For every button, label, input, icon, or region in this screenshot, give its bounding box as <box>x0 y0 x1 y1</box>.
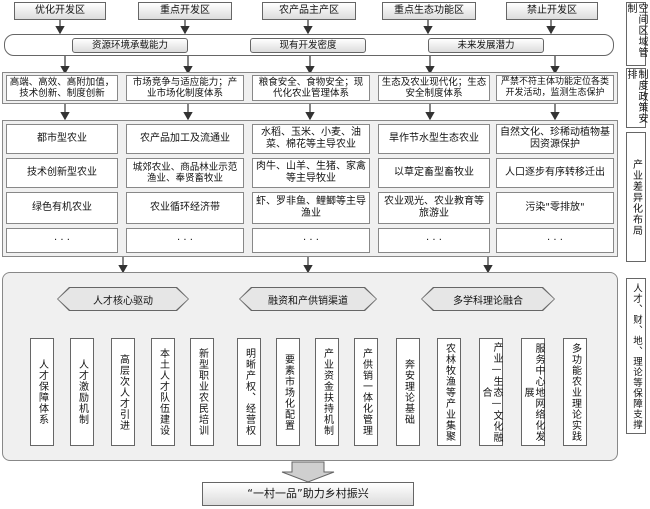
goal-box: “一村一品”助力乡村振兴 <box>202 482 414 506</box>
industry-cell: 技术创新型农业 <box>6 158 118 188</box>
support-box: 人才激励机制 <box>70 338 94 446</box>
industry-cell: 农业循环经济带 <box>126 192 244 224</box>
industry-cell: 农业观光、农业教育等旅游业 <box>378 192 490 224</box>
zone-box: 重点生态功能区 <box>382 2 476 20</box>
policy-box: 高端、高效、高附加值，技术创新、制度创新 <box>6 75 118 101</box>
industry-cell: 都市型农业 <box>6 124 118 154</box>
policy-box: 市场竞争与适应能力；产业市场化制度体系 <box>126 75 244 101</box>
industry-cell: · · · <box>126 228 244 253</box>
industry-cell: · · · <box>496 228 614 253</box>
side-label-industry-layout: 产业差异化布局 <box>626 132 646 262</box>
support-box: 产供销一体化管理 <box>354 338 378 446</box>
mechanism-hex: 融资和产供销渠道 <box>240 288 376 310</box>
support-box: 本土人才队伍建设 <box>151 338 175 446</box>
industry-cell: 自然文化、珍稀动植物基因资源保护 <box>496 124 614 154</box>
industry-cell: · · · <box>252 228 370 253</box>
zone-box: 优化开发区 <box>14 2 106 20</box>
industry-cell: 人口逐步有序转移迁出 <box>496 158 614 188</box>
mechanism-hex: 多学科理论融合 <box>422 288 554 310</box>
support-box: 产业—生态—文化融合 <box>479 338 503 446</box>
support-box: 服务中心地网络化发展 <box>521 338 545 446</box>
policy-box: 生态及农业现代化；生态安全制度体系 <box>378 75 490 101</box>
side-label-support: 人才、财、地、理论等保障支撑 <box>626 278 646 434</box>
support-box: 产业资金扶持机制 <box>315 338 339 446</box>
capacity-tab: 现有开发密度 <box>250 38 366 53</box>
side-label-policy: 制度政策安排 <box>625 68 647 128</box>
support-box: 多功能农业理论实践 <box>563 338 587 446</box>
industry-cell: 旱作节水型生态农业 <box>378 124 490 154</box>
zone-box: 农产品主产区 <box>262 2 356 20</box>
industry-cell: 绿色有机农业 <box>6 192 118 224</box>
mechanism-hex: 人才核心驱动 <box>58 288 188 310</box>
industry-cell: 城郊农业、商品林业示范渔业、奉贤畜牧业 <box>126 158 244 188</box>
support-box: 新型职业农民培训 <box>190 338 214 446</box>
support-box: 农林牧渔等产业集聚 <box>437 338 461 446</box>
support-box: 人才保障体系 <box>30 338 54 446</box>
support-box: 高层次人才引进 <box>111 338 135 446</box>
industry-cell: 水稻、玉米、小麦、油菜、棉花等主导农业 <box>252 124 370 154</box>
industry-cell: 肉牛、山羊、生猪、家禽等主导牧业 <box>252 158 370 188</box>
capacity-tab: 未来发展潜力 <box>428 38 544 53</box>
support-box: 明晰产权、经营权 <box>237 338 261 446</box>
zone-box: 禁止开发区 <box>506 2 598 20</box>
industry-cell: 以草定畜型畜牧业 <box>378 158 490 188</box>
policy-box: 严禁不符主体功能定位各类开发活动，监测生态保护 <box>496 75 614 101</box>
support-box: 奔安理论基础 <box>396 338 420 446</box>
industry-cell: 农产品加工及流通业 <box>126 124 244 154</box>
support-box: 要素市场化配置 <box>276 338 300 446</box>
industry-cell: · · · <box>378 228 490 253</box>
industry-cell: · · · <box>6 228 118 253</box>
industry-cell: 污染"零排放" <box>496 192 614 224</box>
capacity-tab: 资源环境承载能力 <box>72 38 188 53</box>
industry-cell: 虾、罗非鱼、鲤鲫等主导渔业 <box>252 192 370 224</box>
side-label-spatial-control: 空间区域管制 <box>625 2 647 66</box>
zone-box: 重点开发区 <box>138 2 232 20</box>
policy-box: 粮食安全、食物安全；现代化农业管理体系 <box>252 75 370 101</box>
